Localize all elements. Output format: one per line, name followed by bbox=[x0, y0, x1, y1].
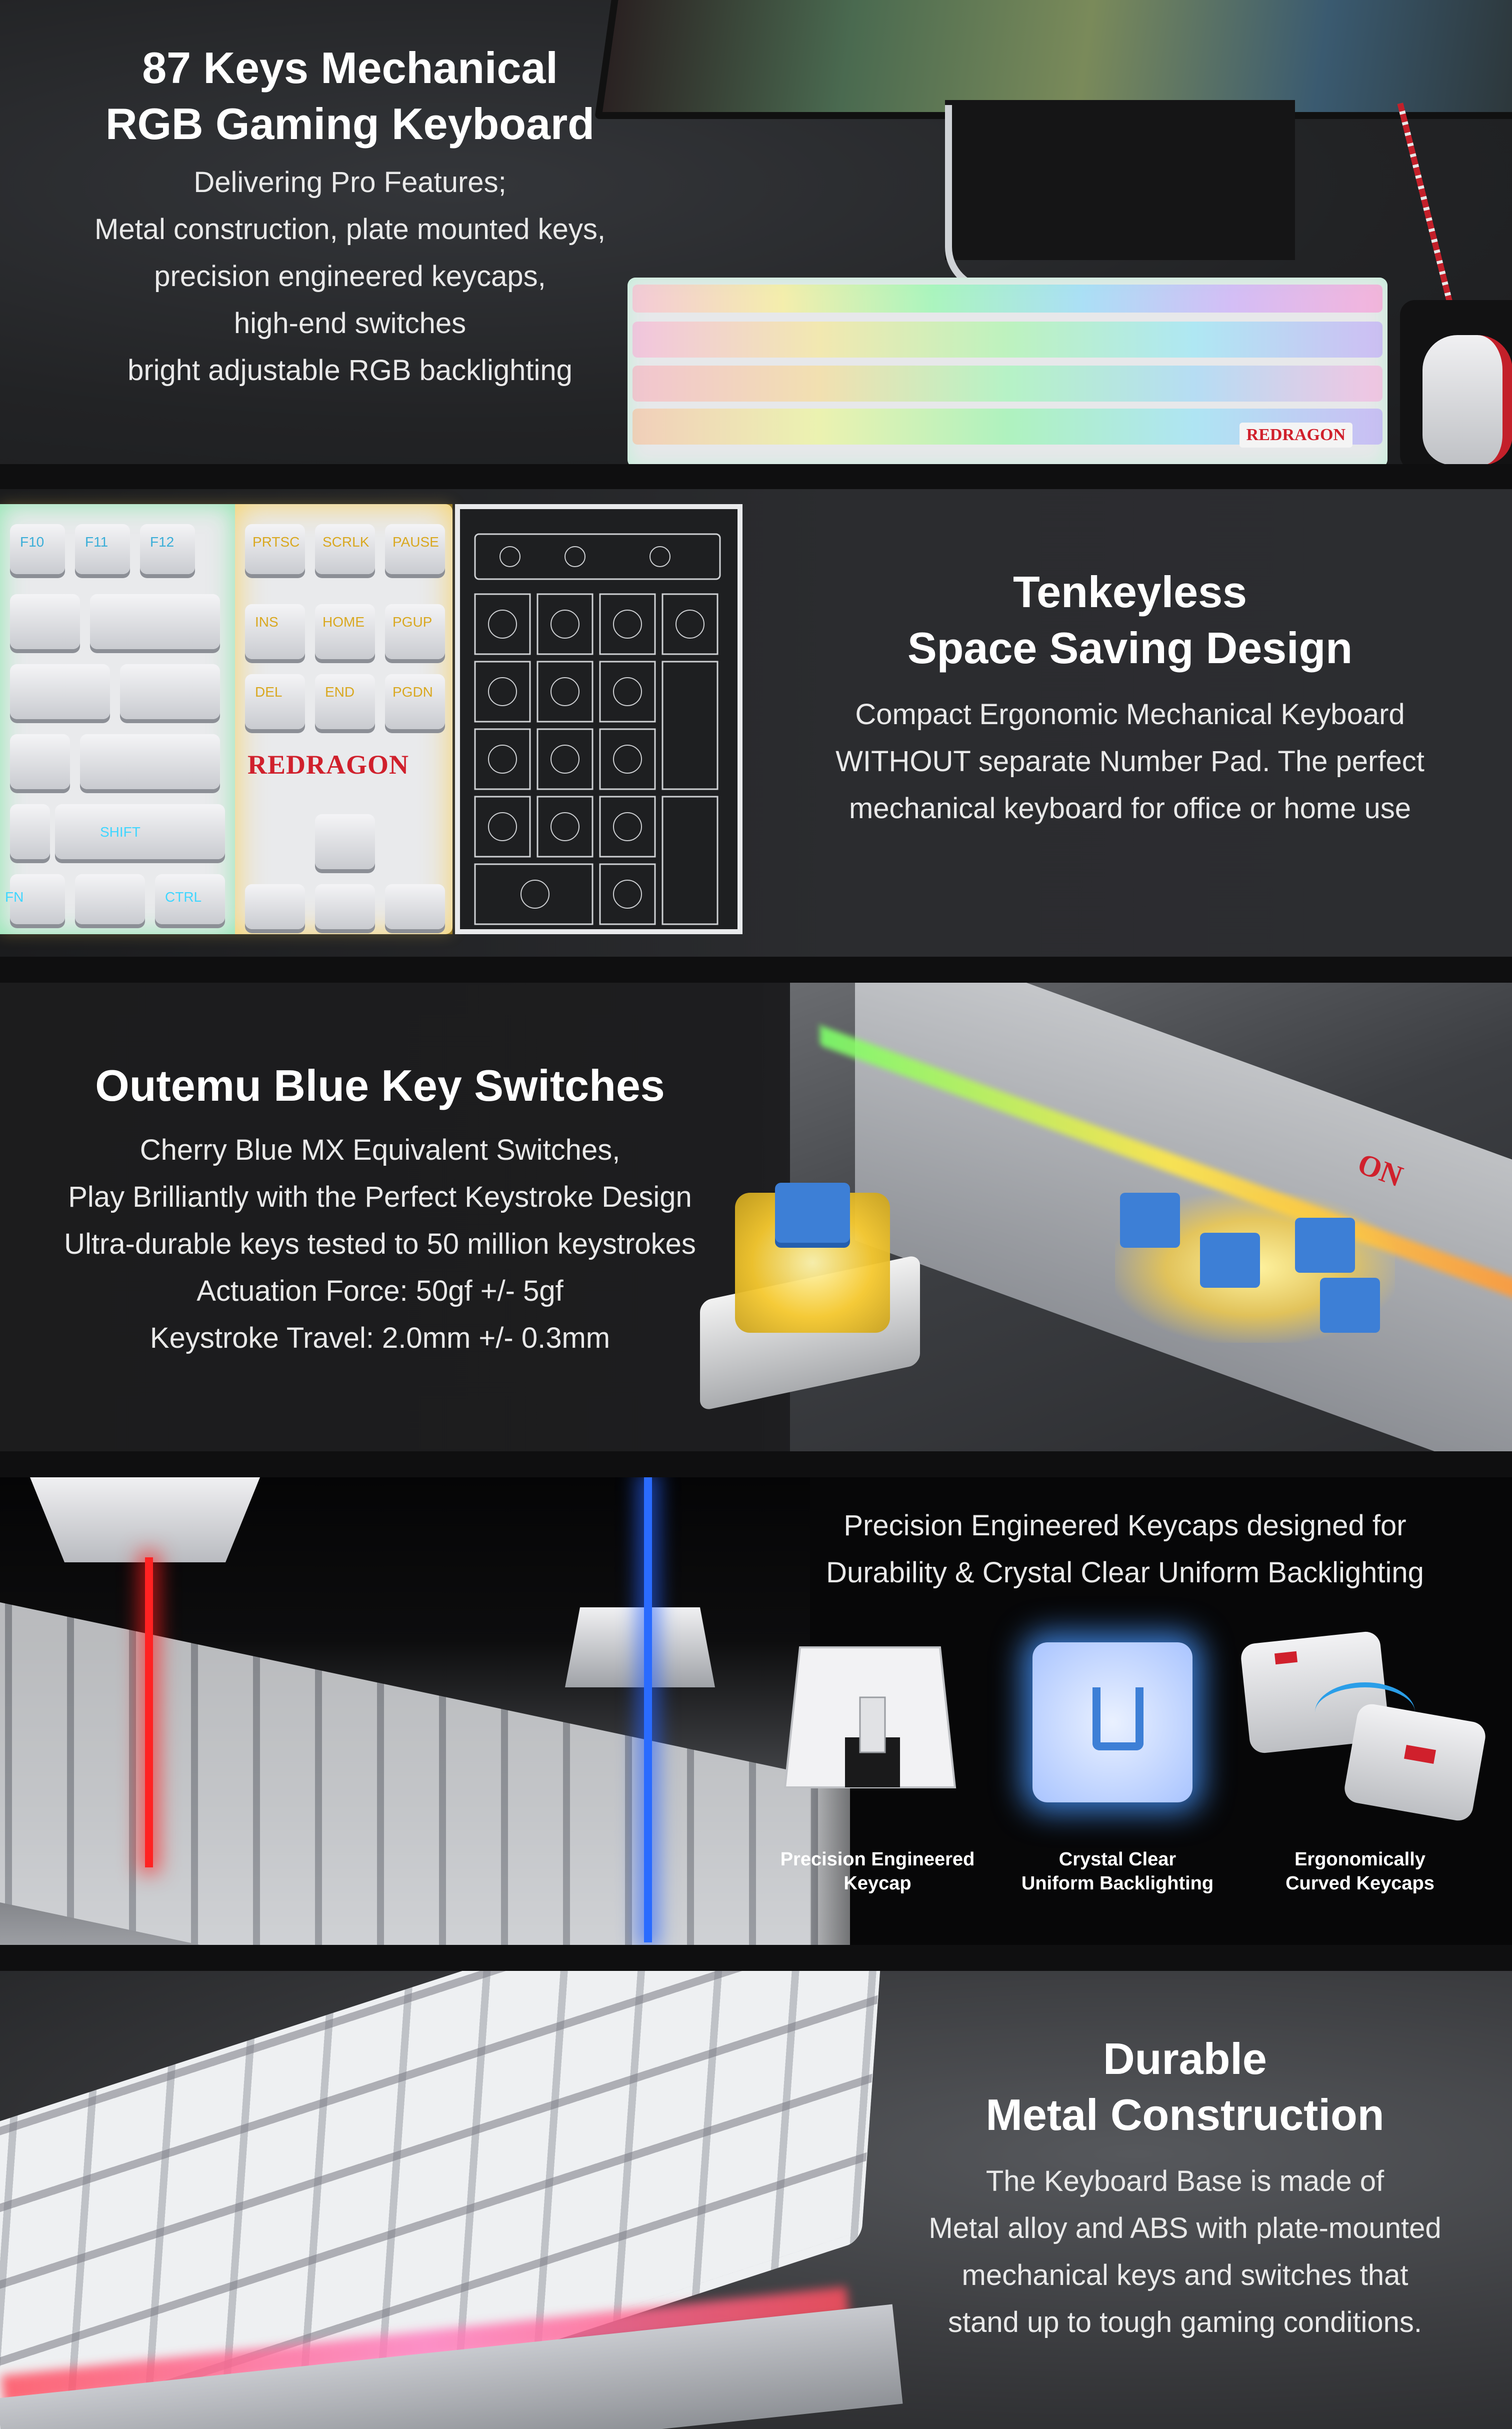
metal-title-line-1: Durable bbox=[1103, 2034, 1267, 2083]
switches-line: Play Brilliantly with the Perfect Keystr… bbox=[68, 1181, 692, 1213]
switches-line: Keystroke Travel: 2.0mm +/- 0.3mm bbox=[150, 1322, 610, 1354]
key-label: F11 bbox=[85, 534, 108, 550]
key-label: HOME bbox=[322, 614, 364, 630]
backlit-keycap-icon bbox=[1028, 1637, 1198, 1807]
falling-keycap bbox=[565, 1607, 715, 1687]
switches-line: Actuation Force: 50gf +/- 5gf bbox=[196, 1275, 564, 1307]
keyboard-switch-image: ON bbox=[790, 983, 1512, 1451]
brand-logo: REDRAGON bbox=[1239, 423, 1352, 448]
switches-line: Cherry Blue MX Equivalent Switches, bbox=[140, 1134, 620, 1166]
key-label: END bbox=[325, 684, 355, 700]
switch-stem bbox=[1295, 1218, 1355, 1273]
switch-stem bbox=[1320, 1278, 1380, 1333]
switches-title: Outemu Blue Key Switches bbox=[95, 1061, 665, 1110]
keyboard-closeup-image: F10 F11 F12 PRTSC SCRLK PAUSE INS HOME P… bbox=[0, 504, 452, 934]
key-label: DEL bbox=[255, 684, 282, 700]
brand-logo: REDRAGON bbox=[248, 750, 410, 780]
hero-line: bright adjustable RGB backlighting bbox=[128, 354, 572, 387]
keyboard-laser-image bbox=[0, 1477, 910, 1945]
tenkeyless-title-line-1: Tenkeyless bbox=[1012, 567, 1247, 617]
metal-line: The Keyboard Base is made of bbox=[986, 2165, 1384, 2197]
metal-title-line-2: Metal Construction bbox=[986, 2090, 1384, 2139]
key-label: PGUP bbox=[392, 614, 432, 630]
blue-laser-beam bbox=[644, 1477, 652, 1942]
keycap-cutaway-icon bbox=[780, 1637, 965, 1802]
single-switch-image bbox=[690, 1173, 950, 1411]
section-divider bbox=[0, 464, 1512, 489]
mouse-cable bbox=[1397, 103, 1459, 328]
tenkeyless-line: WITHOUT separate Number Pad. The perfect bbox=[836, 745, 1424, 778]
keycaps-section: Precision Engineered Keycaps designed fo… bbox=[0, 1477, 1512, 1945]
keyboard-cable bbox=[945, 105, 1007, 292]
section-divider bbox=[0, 957, 1512, 983]
section-divider bbox=[0, 1451, 1512, 1477]
hero-line: high-end switches bbox=[234, 307, 466, 340]
hero-text-block: 87 Keys Mechanical RGB Gaming Keyboard D… bbox=[45, 40, 655, 394]
keycaps-intro-line-1: Precision Engineered Keycaps designed fo… bbox=[844, 1509, 1406, 1542]
key-label: INS bbox=[255, 614, 278, 630]
hero-section: REDRAGON 87 Keys Mechanical RGB Gaming K… bbox=[0, 0, 1512, 464]
tenkeyless-line: Compact Ergonomic Mechanical Keyboard bbox=[855, 698, 1405, 731]
tenkeyless-section: F10 F11 F12 PRTSC SCRLK PAUSE INS HOME P… bbox=[0, 489, 1512, 957]
keyboard-angle-image bbox=[0, 1971, 910, 2429]
key-label: SHIFT bbox=[100, 824, 140, 840]
curved-keycap-icon bbox=[1240, 1630, 1490, 1823]
switch-stem bbox=[1120, 1193, 1180, 1248]
switch-stem bbox=[1200, 1233, 1260, 1288]
key-label: CTRL bbox=[165, 889, 202, 905]
key-label: FN bbox=[5, 889, 24, 905]
hero-title-line-1: 87 Keys Mechanical bbox=[142, 43, 558, 93]
red-laser-beam bbox=[145, 1557, 153, 1867]
switches-section: ON Outemu Blue Key Switches Cherry Blue … bbox=[0, 983, 1512, 1451]
hero-title-line-2: RGB Gaming Keyboard bbox=[106, 99, 594, 149]
key-label: PRTSC bbox=[252, 534, 300, 550]
gaming-mouse-image bbox=[1422, 335, 1512, 464]
metal-line: mechanical keys and switches that bbox=[962, 2259, 1408, 2291]
switches-text-block: Outemu Blue Key Switches Cherry Blue MX … bbox=[20, 1058, 740, 1362]
key-label: PAUSE bbox=[392, 534, 439, 550]
keycaps-intro: Precision Engineered Keycaps designed fo… bbox=[770, 1502, 1480, 1596]
metal-section: Durable Metal Construction The Keyboard … bbox=[0, 1971, 1512, 2429]
metal-text-block: Durable Metal Construction The Keyboard … bbox=[860, 2031, 1510, 2346]
hero-line: precision engineered keycaps, bbox=[154, 260, 546, 293]
hero-line: Metal construction, plate mounted keys, bbox=[94, 213, 606, 246]
falling-keycap bbox=[30, 1477, 260, 1562]
key-label: F10 bbox=[20, 534, 44, 550]
tenkeyless-title-line-2: Space Saving Design bbox=[907, 623, 1353, 673]
switches-line: Ultra-durable keys tested to 50 million … bbox=[64, 1228, 696, 1260]
section-divider bbox=[0, 1945, 1512, 1971]
keyboard-image: REDRAGON bbox=[628, 278, 1388, 464]
key-label: PGDN bbox=[392, 684, 433, 700]
key-label: SCRLK bbox=[322, 534, 370, 550]
tenkeyless-text-block: Tenkeyless Space Saving Design Compact E… bbox=[780, 564, 1480, 832]
keycaps-intro-line-2: Durability & Crystal Clear Uniform Backl… bbox=[826, 1556, 1424, 1589]
key-label: F12 bbox=[150, 534, 174, 550]
tenkeyless-line: mechanical keyboard for office or home u… bbox=[848, 792, 1412, 825]
metal-line: stand up to tough gaming conditions. bbox=[948, 2306, 1422, 2338]
missing-numpad-blueprint bbox=[455, 504, 742, 934]
hero-line: Delivering Pro Features; bbox=[194, 166, 506, 199]
metal-line: Metal alloy and ABS with plate-mounted bbox=[928, 2212, 1442, 2244]
